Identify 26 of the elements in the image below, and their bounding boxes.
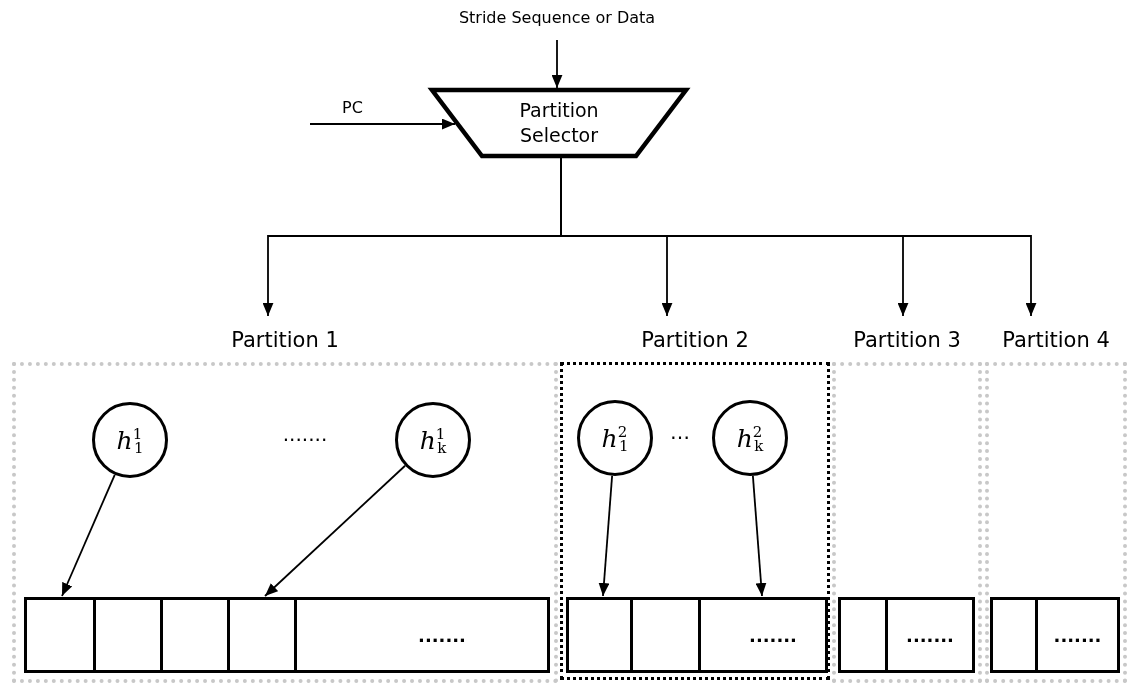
partition-heading: Partition 3 <box>852 328 962 352</box>
input-label: Stride Sequence or Data <box>457 8 657 34</box>
arrow <box>264 464 406 597</box>
table-cell: ....... <box>698 597 828 673</box>
table-cell-box <box>566 597 633 673</box>
table-cell-box <box>838 597 888 673</box>
ellipsis-text: … <box>670 420 690 444</box>
table-cell-box <box>630 597 701 673</box>
table-cell: ....... <box>294 597 550 673</box>
arrow <box>61 473 116 597</box>
table-cell: ....... <box>885 597 975 673</box>
table-cell-box <box>227 597 297 673</box>
table-cell: ....... <box>1035 597 1120 673</box>
arrow <box>752 475 767 597</box>
partition-selector-trapezoid: Partition Selector <box>430 88 688 158</box>
arrow <box>598 475 613 597</box>
partition-heading: Partition 1 <box>230 328 340 352</box>
partition-heading: Partition 4 <box>1001 328 1111 352</box>
arrow <box>309 118 456 130</box>
ellipsis-text: ....... <box>282 422 328 446</box>
arrow <box>551 39 563 89</box>
partition-heading: Partition 2 <box>640 328 750 352</box>
table-cell-box <box>24 597 96 673</box>
table-cell-box <box>160 597 230 673</box>
table-cell-box <box>93 597 163 673</box>
table-cell-box <box>990 597 1038 673</box>
